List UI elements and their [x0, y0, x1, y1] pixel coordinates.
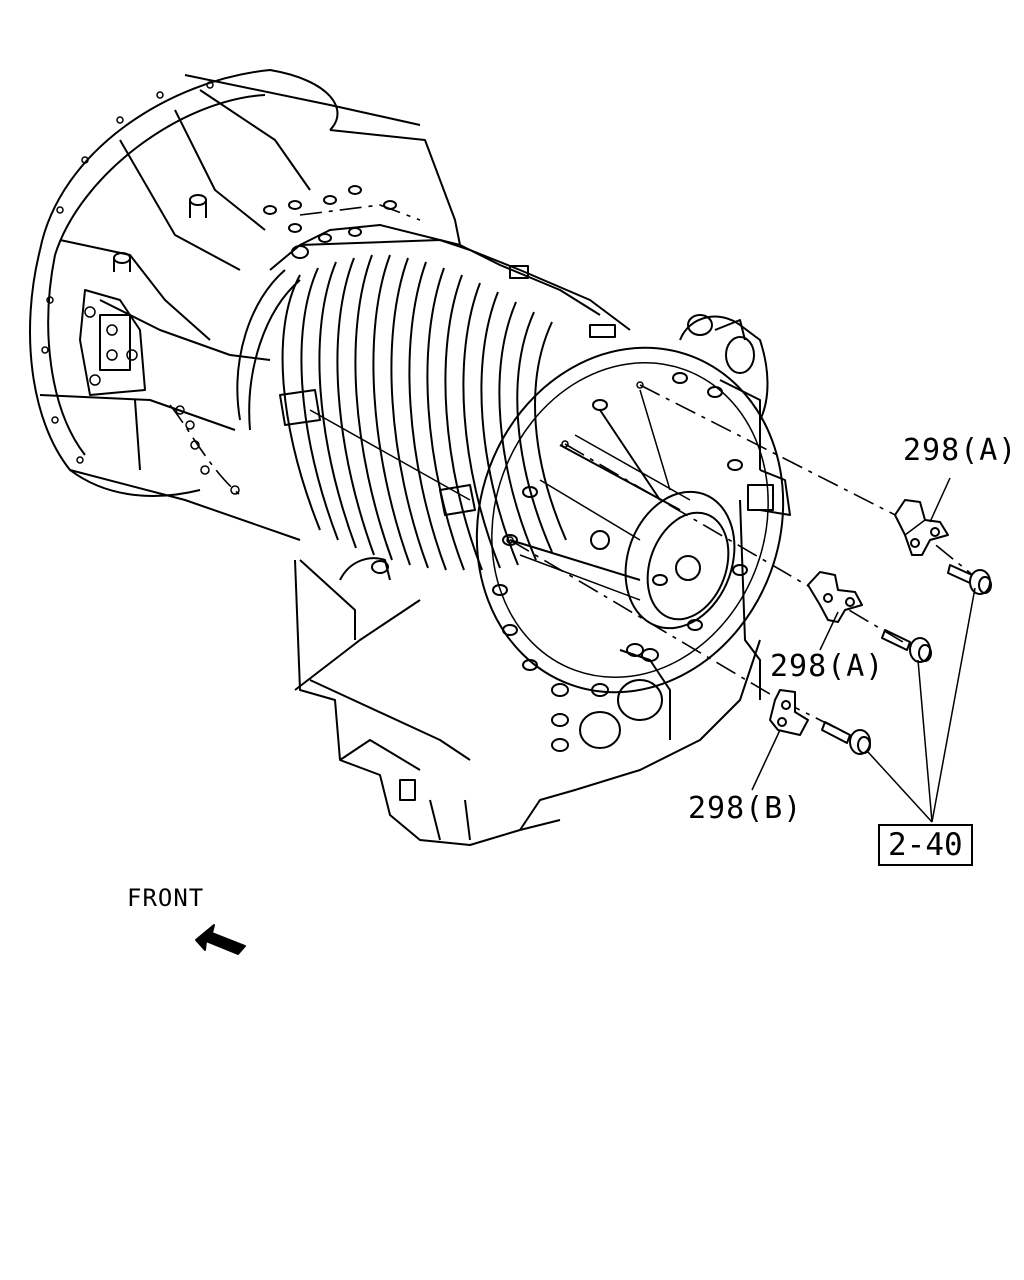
rear-flange — [475, 346, 785, 694]
rear-housing — [551, 314, 791, 752]
bolt-middle — [881, 629, 932, 663]
callout-298a-lower: 298(A) — [770, 649, 885, 684]
front-label: FRONT — [127, 884, 205, 912]
main-case — [175, 185, 631, 571]
bracket-298a-upper — [894, 499, 949, 556]
leader-lines — [751, 477, 976, 823]
bolt-lower — [821, 721, 871, 755]
callout-298b: 298(B) — [688, 791, 803, 826]
bolt-reference-box: 2-40 — [878, 824, 973, 866]
oil-pan — [294, 557, 761, 846]
bell-housing — [29, 69, 461, 541]
bracket-298a-lower — [807, 571, 863, 623]
bracket-298b — [769, 689, 809, 736]
callout-298a-upper: 298(A) — [903, 433, 1018, 468]
front-arrow-icon — [195, 924, 246, 955]
bolt-upper — [947, 564, 992, 595]
